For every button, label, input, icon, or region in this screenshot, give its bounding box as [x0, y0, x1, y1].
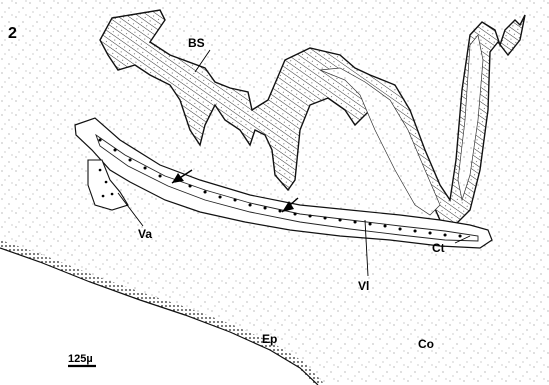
- label-vl: Vl: [358, 279, 369, 293]
- label-ct: Ct: [432, 241, 445, 255]
- label-co: Co: [418, 337, 434, 351]
- panel-number: 2: [8, 25, 17, 42]
- scale-bar-label: 125µ: [68, 353, 93, 365]
- label-ep: Ep: [262, 332, 277, 346]
- label-bs: BS: [188, 36, 205, 50]
- label-va: Va: [138, 227, 152, 241]
